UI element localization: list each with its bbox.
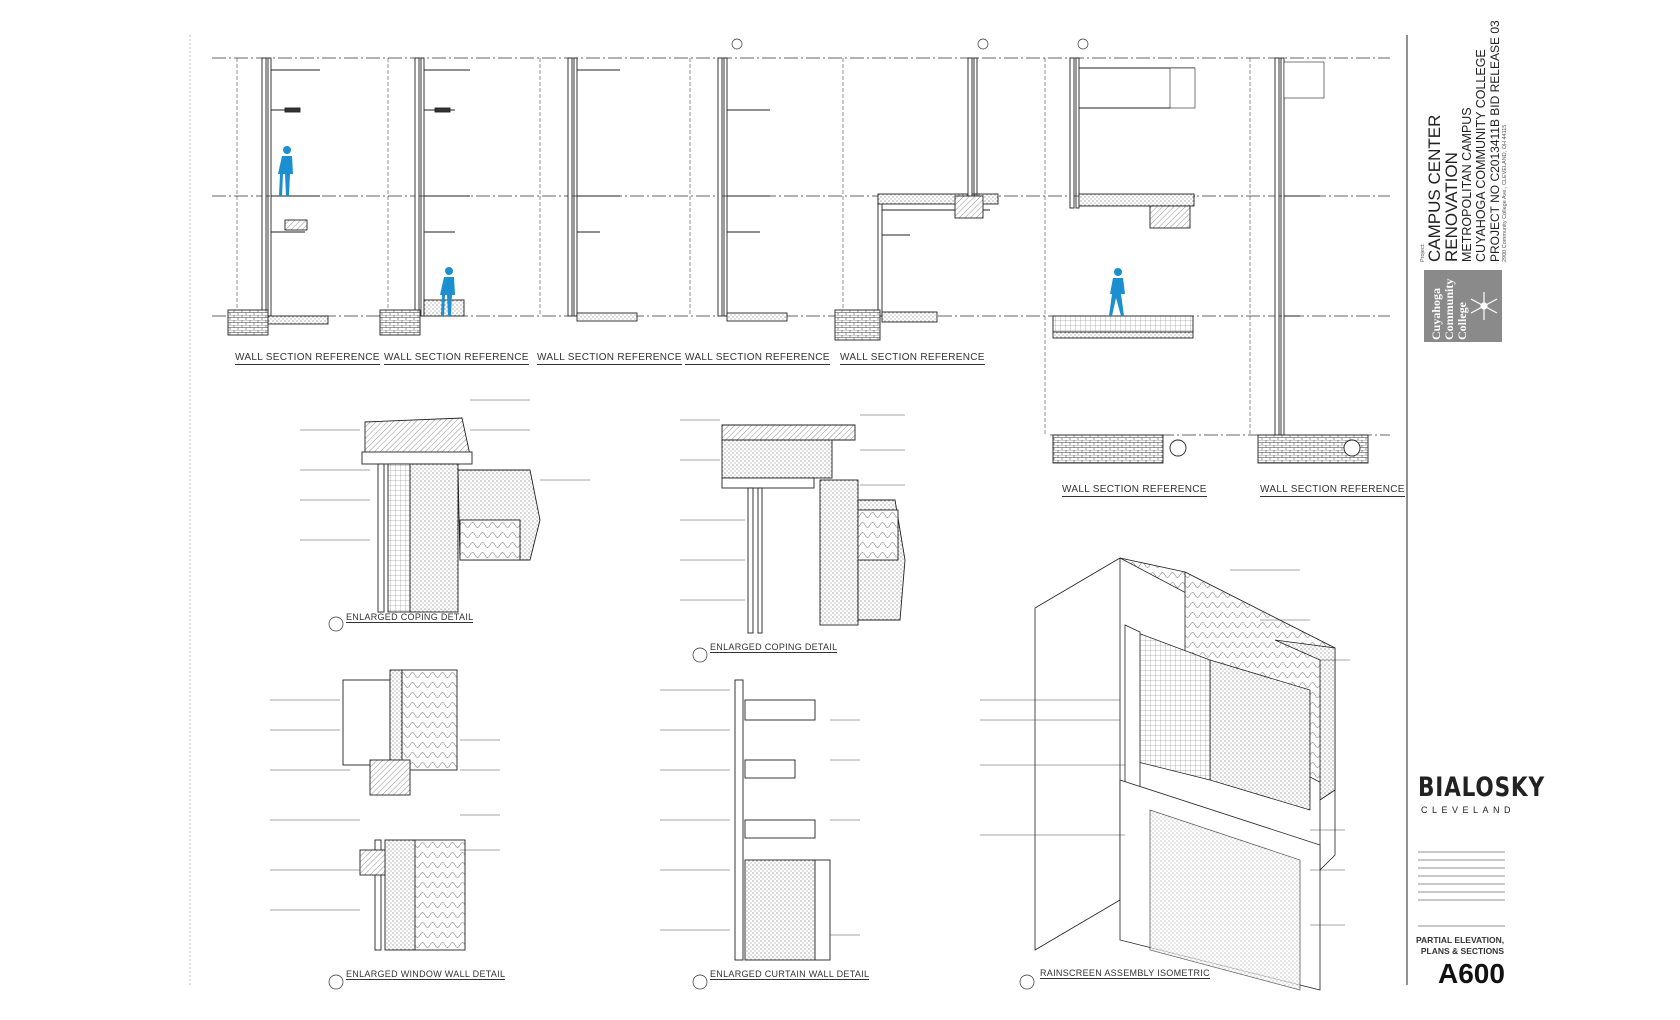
client-logo-text: Cuyahoga Community College (1429, 279, 1469, 340)
wall-section-7 (1249, 57, 1369, 464)
project-campus: METROPOLITAN CAMPUS (1460, 107, 1474, 262)
project-name-line1: CAMPUS CENTER (1425, 114, 1444, 262)
detail-title-coping-1: ENLARGED COPING DETAIL (346, 612, 474, 623)
detail-markers (328, 616, 1035, 990)
wall-section-title-1: WALL SECTION REFERENCE (235, 352, 380, 365)
wall-section-title-7: WALL SECTION REFERENCE (1260, 484, 1405, 497)
wall-section-title-2: WALL SECTION REFERENCE (384, 352, 529, 365)
rainscreen-isometric (980, 557, 1350, 991)
level-lines (212, 57, 1390, 436)
wall-section-4 (689, 57, 788, 322)
project-college: CUYAHOGA COMMUNITY COLLEGE (1474, 49, 1488, 262)
detail-coping-1 (300, 399, 590, 613)
grid-bubbles (731, 38, 1089, 50)
wall-section-1 (227, 57, 329, 336)
wall-section-2 (379, 57, 470, 336)
sheet-name-line1: PARTIAL ELEVATION, (1416, 935, 1505, 945)
human-figure-1 (278, 146, 293, 196)
project-number: PROJECT NO C2013411B BID RELEASE 03 (1488, 20, 1502, 262)
sheet-number: A600 (1438, 958, 1505, 989)
wall-section-title-5: WALL SECTION REFERENCE (840, 352, 985, 365)
cuyahoga-logo-box (1424, 270, 1502, 342)
wall-section-6 (1044, 57, 1196, 464)
detail-title-coping-2: ENLARGED COPING DETAIL (710, 642, 838, 653)
wall-section-5 (834, 57, 999, 341)
wall-section-3 (539, 57, 638, 322)
wall-section-title-4: WALL SECTION REFERENCE (685, 352, 830, 365)
detail-title-rainscreen: RAINSCREEN ASSEMBLY ISOMETRIC (1040, 968, 1210, 979)
wall-section-title-6: WALL SECTION REFERENCE (1062, 484, 1207, 497)
project-info: Project: CAMPUS CENTER RENOVATION METROP… (1420, 20, 1508, 262)
title-block-rules (1418, 851, 1505, 927)
human-figure-3 (1109, 268, 1125, 316)
logo-line3: College (1455, 302, 1469, 340)
detail-title-curtain-wall: ENLARGED CURTAIN WALL DETAIL (710, 969, 870, 980)
detail-coping-2 (680, 414, 906, 634)
detail-window-wall (270, 669, 500, 951)
project-address: 2900 Community College Ave., CLEVELAND, … (1502, 124, 1508, 262)
human-figure-2 (440, 267, 455, 316)
detail-title-window-wall: ENLARGED WINDOW WALL DETAIL (346, 969, 506, 980)
architect-logo: BIALOSKY (1418, 772, 1545, 803)
architect-city: CLEVELAND (1421, 805, 1516, 815)
project-name-line2: RENOVATION (1442, 152, 1461, 262)
sheet-name-line2: PLANS & SECTIONS (1420, 946, 1504, 956)
wall-section-title-3: WALL SECTION REFERENCE (537, 352, 682, 365)
sheet-name: PARTIAL ELEVATION, PLANS & SECTIONS (1416, 935, 1504, 957)
detail-curtain-wall (660, 679, 860, 961)
snowflake-icon (1470, 292, 1498, 320)
